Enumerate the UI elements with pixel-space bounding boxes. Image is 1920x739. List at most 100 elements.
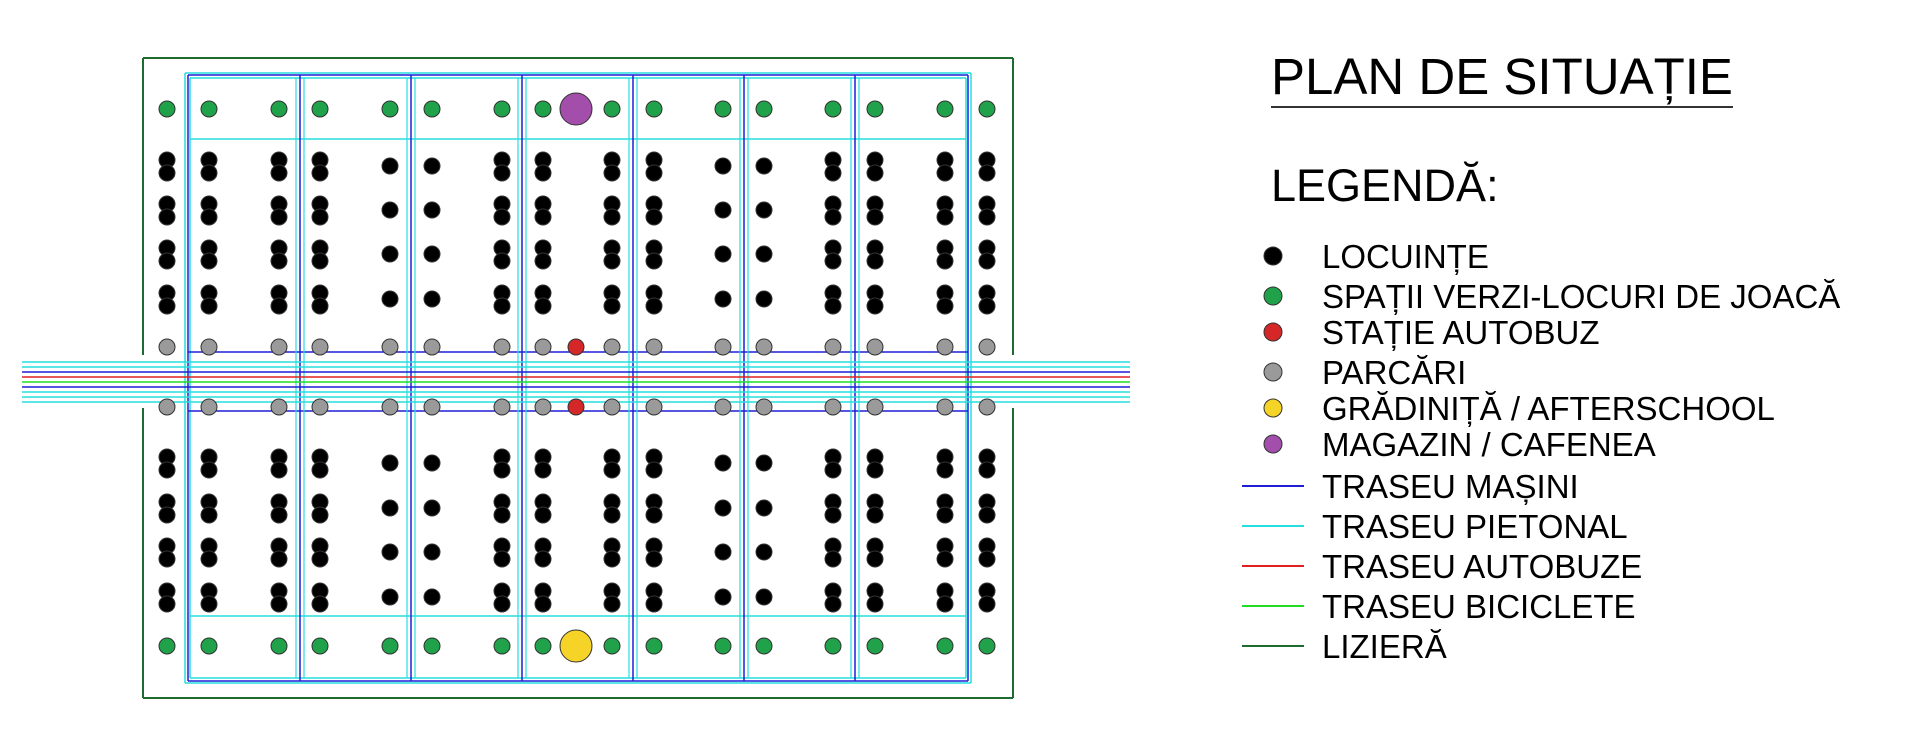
housing-dot [936,164,954,182]
legend-label: GRĂDINIȚĂ / AFTERSCHOOL [1322,390,1775,427]
green-space-dot [645,637,663,655]
housing-dot [270,461,288,479]
housing-dot [534,550,552,568]
housing-dot [603,252,621,270]
housing-dot [714,245,732,263]
housing-dot [381,201,399,219]
housing-dot [311,595,329,613]
green-space-dot [534,100,552,118]
housing-dot [755,499,773,517]
housing-dot [866,164,884,182]
parking-dot [423,398,441,416]
housing-dot [493,461,511,479]
housing-dot [200,208,218,226]
housing-dot [603,550,621,568]
housing-dot [493,297,511,315]
housing-dot [381,454,399,472]
parking-dot [311,398,329,416]
housing-dot [755,290,773,308]
legend-label: TRASEU PIETONAL [1322,508,1628,545]
housing-dot [645,550,663,568]
parking-dot [603,338,621,356]
housing-dot [603,208,621,226]
parking-dot [978,338,996,356]
parking-dot [158,338,176,356]
housing-dot [866,550,884,568]
housing-dot [978,595,996,613]
parking-dot [270,338,288,356]
housing-dot [423,499,441,517]
housing-dot [270,550,288,568]
housing-dot [645,208,663,226]
housing-dot [755,201,773,219]
green-space-dot [714,100,732,118]
green-space-dot [714,637,732,655]
legend-item: TRASEU AUTOBUZE [1240,546,1890,586]
green-space-dot [978,637,996,655]
housing-dot [603,461,621,479]
title-block: PLAN DE SITUAȚIE [1271,50,1733,108]
parking-dot [493,398,511,416]
housing-dot [311,550,329,568]
housing-dot [755,157,773,175]
legend-label: LOCUINȚE [1322,238,1489,275]
housing-dot [936,297,954,315]
legend-item: MAGAZIN / CAFENEA [1240,424,1890,464]
housing-dot [534,164,552,182]
housing-dot [755,454,773,472]
green-space-dot [423,637,441,655]
housing-dot [755,588,773,606]
legend-label: PARCĂRI [1322,354,1467,391]
legend-item: STAȚIE AUTOBUZ [1240,312,1890,352]
parking-dot [158,398,176,416]
green-space-dot [824,637,842,655]
housing-dot [603,297,621,315]
green-dot-icon [1263,286,1283,306]
housing-dot [936,208,954,226]
legend-label: TRASEU MAȘINI [1322,468,1579,505]
gray-dot-icon [1263,362,1283,382]
kindergarten-dot [559,629,593,663]
parking-dot [603,398,621,416]
housing-dot [158,164,176,182]
housing-dot [645,297,663,315]
housing-dot [311,506,329,524]
parking-dot [824,338,842,356]
housing-dot [200,297,218,315]
blue-line-icon [1242,485,1304,487]
green-space-dot [311,100,329,118]
housing-dot [978,506,996,524]
housing-dot [714,454,732,472]
cyan-line-icon [1242,525,1304,527]
housing-dot [493,252,511,270]
housing-dot [978,550,996,568]
housing-dot [311,164,329,182]
housing-dot [158,297,176,315]
housing-dot [493,550,511,568]
parking-dot [493,338,511,356]
parking-dot [866,338,884,356]
housing-dot [714,588,732,606]
housing-dot [381,290,399,308]
legend-item: SPAȚII VERZI-LOCURI DE JOACĂ [1240,276,1890,316]
red-dot-icon [1263,322,1283,342]
housing-dot [270,252,288,270]
housing-dot [714,499,732,517]
housing-dot [866,297,884,315]
legend-heading: LEGENDĂ: [1271,160,1499,211]
housing-dot [311,461,329,479]
housing-dot [423,454,441,472]
housing-dot [423,157,441,175]
housing-dot [381,543,399,561]
bus-stop-dot [567,338,585,356]
parking-dot [714,398,732,416]
legend-item: TRASEU BICICLETE [1240,586,1890,626]
housing-dot [866,461,884,479]
housing-dot [534,252,552,270]
housing-dot [824,550,842,568]
legend-label: TRASEU BICICLETE [1322,588,1636,625]
green-space-dot [866,100,884,118]
green-space-dot [423,100,441,118]
housing-dot [423,543,441,561]
green-space-dot [755,637,773,655]
